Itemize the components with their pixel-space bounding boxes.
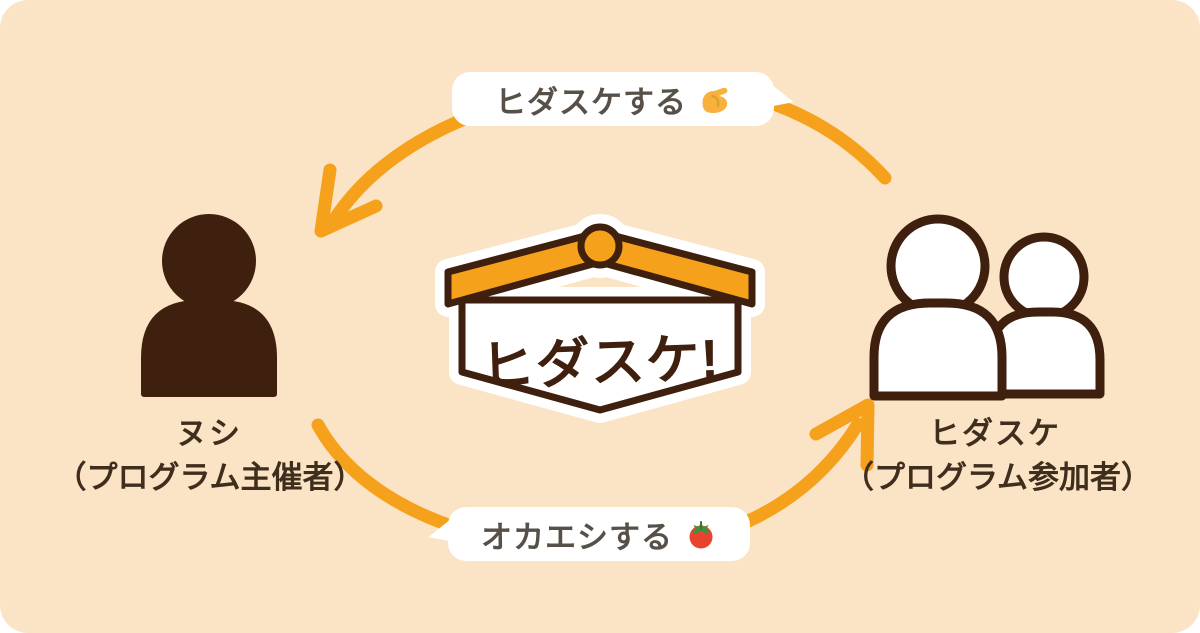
- logo-knob: [577, 223, 623, 269]
- tomato-icon: [685, 518, 717, 550]
- speech-bubble-top: ヒダスケする: [452, 72, 797, 126]
- nushi-role-label: （プログラム主催者）: [55, 460, 365, 495]
- nushi-name-label: ヌシ: [176, 416, 242, 451]
- hidasuke-people-icon: [869, 214, 1105, 401]
- bubble-tail: [425, 519, 457, 549]
- hidasuke-name-label: ヒダスケ: [929, 416, 1061, 451]
- speech-bubble-bottom-label: オカエシする: [481, 519, 673, 555]
- speech-bubble-top-label: ヒダスケする: [495, 84, 687, 120]
- hidasuke-role-label: （プログラム参加者）: [842, 460, 1153, 495]
- speech-bubble-bottom: オカエシする: [425, 507, 750, 561]
- hidasuke-logo-badge: [435, 214, 765, 423]
- nushi-person-icon: [141, 214, 277, 397]
- logo-plaque: [458, 296, 742, 414]
- muscle-icon: [699, 83, 731, 115]
- logo-wordmark: ヒダスケ!: [479, 328, 721, 398]
